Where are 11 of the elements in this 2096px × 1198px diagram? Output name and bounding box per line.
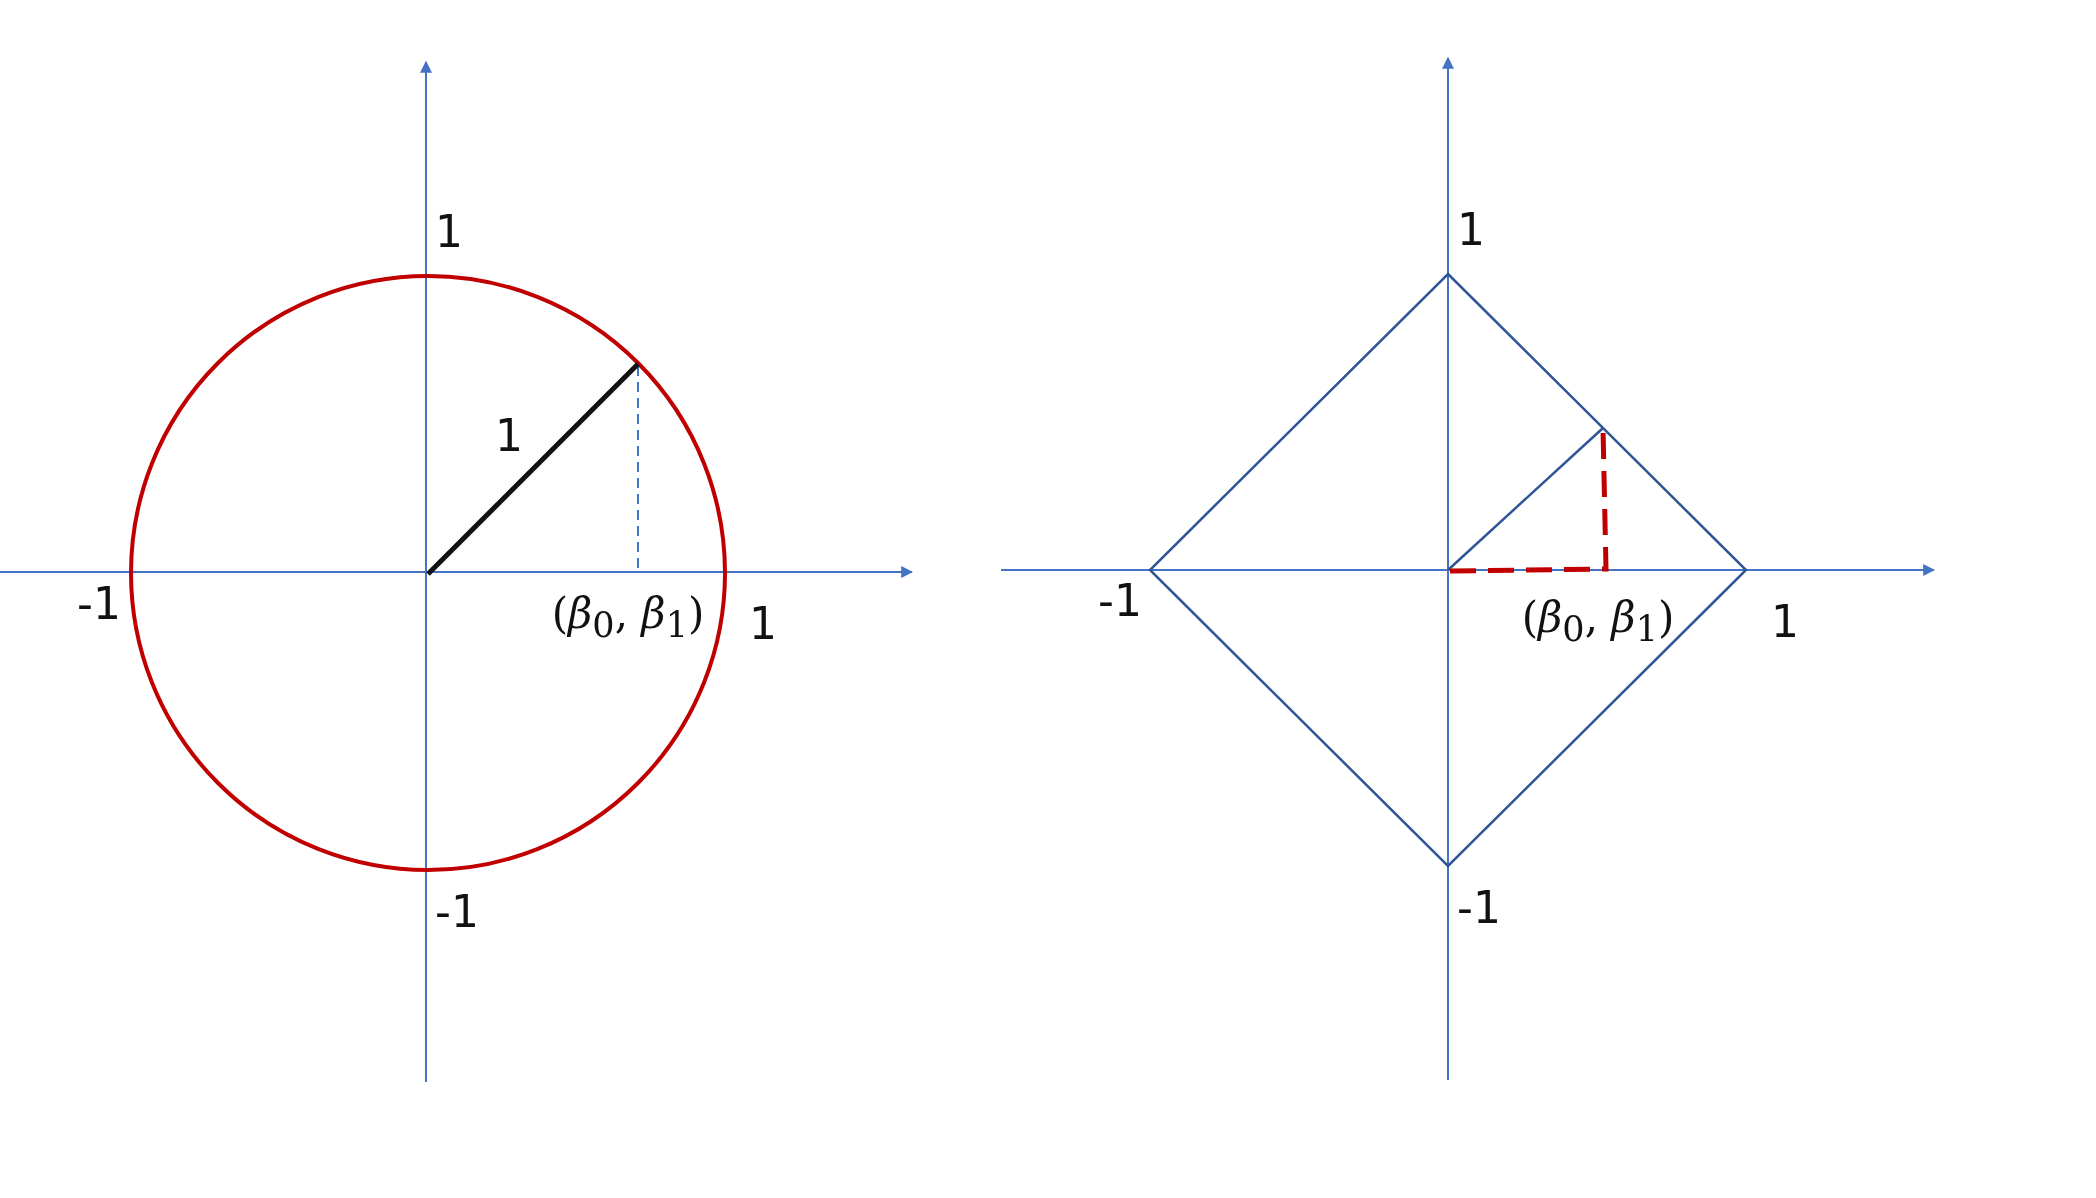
point-label: (β$_{0}$, β$_{1}$): [1521, 596, 1675, 648]
tick-label: -1: [77, 582, 121, 626]
tick-label: 1: [1457, 208, 1485, 252]
tick-label: 1: [435, 210, 463, 254]
point-label: (β$_{0}$, β$_{1}$): [551, 592, 705, 644]
tick-label: -1: [435, 890, 479, 934]
tick-label: 1: [749, 602, 777, 646]
tick-label: 1: [1771, 600, 1799, 644]
tick-label: -1: [1098, 579, 1142, 623]
length-label: 1: [495, 414, 523, 458]
tick-label: -1: [1457, 886, 1501, 930]
